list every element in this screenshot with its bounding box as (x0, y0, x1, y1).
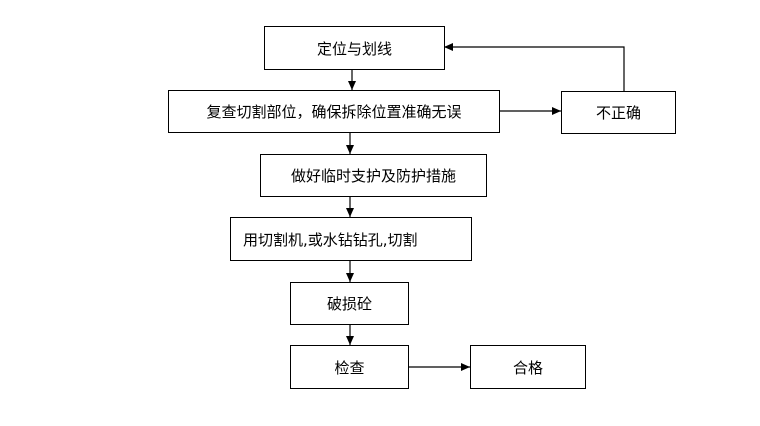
step-inspect: 检查 (290, 345, 409, 389)
branch-pass: 合格 (470, 345, 586, 389)
branch-incorrect: 不正确 (561, 91, 676, 134)
branch-pass-label: 合格 (512, 358, 543, 377)
arrow-incorrect-back-to-step1 (444, 43, 625, 91)
branch-incorrect-label: 不正确 (595, 104, 641, 122)
step-break-concrete-label: 破损砼 (326, 295, 372, 313)
step-locate-and-mark-label: 定位与划线 (316, 39, 392, 58)
step-break-concrete: 破损砼 (290, 282, 409, 325)
step-locate-and-mark: 定位与划线 (264, 26, 445, 70)
step-cutting: 用切割机,或水钻钻孔,切割 (230, 217, 472, 261)
step-cutting-label: 用切割机,或水钻钻孔,切割 (243, 230, 418, 249)
step-inspect-label: 检查 (334, 358, 365, 377)
step-recheck-cutting-position-label: 复查切割部位，确保拆除位置准确无误 (206, 103, 462, 121)
step-recheck-cutting-position: 复查切割部位，确保拆除位置准确无误 (168, 90, 500, 133)
step-temporary-support-label: 做好临时支护及防护措施 (290, 167, 456, 185)
step-temporary-support: 做好临时支护及防护措施 (260, 154, 487, 197)
